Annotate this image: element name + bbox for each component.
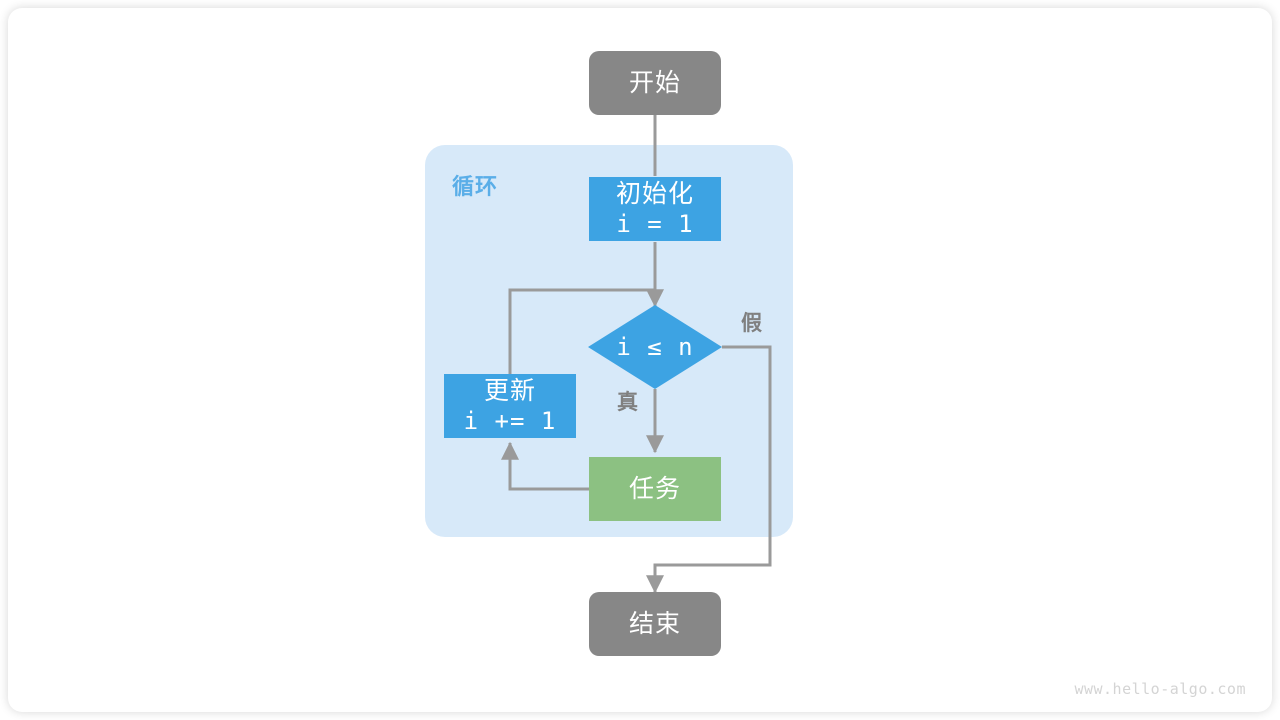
edge-label-true: 真 — [617, 391, 638, 414]
node-task[interactable] — [589, 457, 721, 521]
edge-task-to-update — [501, 441, 589, 491]
site-watermark: www.hello-algo.com — [1074, 680, 1246, 698]
node-update[interactable] — [444, 374, 576, 438]
edge-condition-to-end-false — [646, 345, 772, 594]
node-init[interactable] — [589, 177, 721, 241]
loop-group-label: 循环 — [452, 174, 499, 199]
node-start[interactable] — [589, 51, 721, 115]
node-end[interactable] — [589, 592, 721, 656]
edge-label-false: 假 — [741, 312, 762, 335]
node-condition[interactable] — [588, 305, 722, 389]
edge-update-to-condition — [508, 288, 655, 375]
